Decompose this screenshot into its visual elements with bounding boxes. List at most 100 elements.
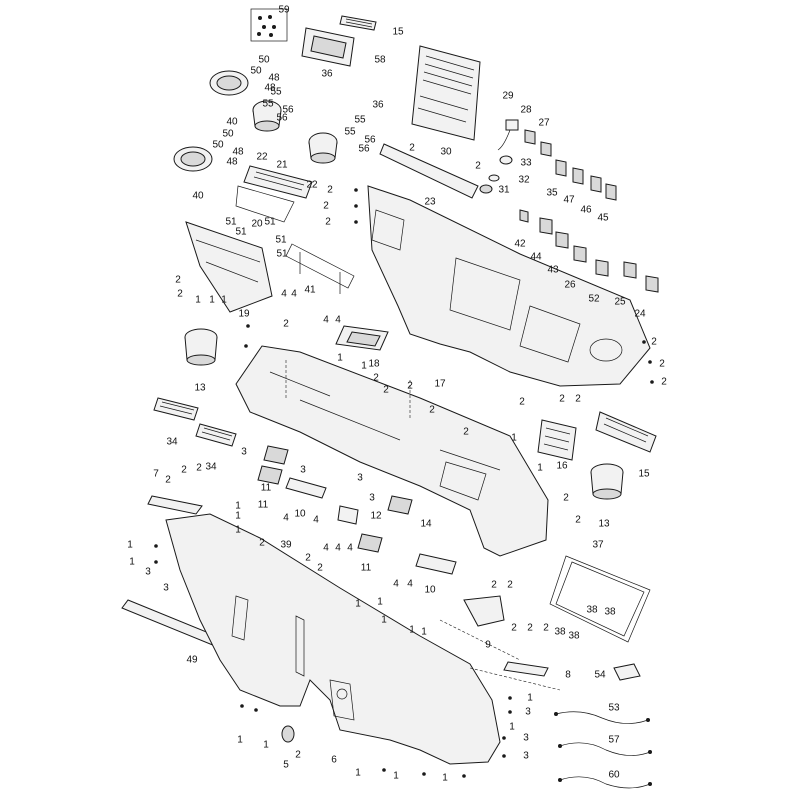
connector-32 xyxy=(488,174,500,182)
callout-36: 36 xyxy=(321,69,333,80)
callout-37: 37 xyxy=(592,540,604,551)
callout-50: 50 xyxy=(222,129,234,140)
callout-1: 1 xyxy=(209,295,215,306)
callout-22: 22 xyxy=(306,180,318,191)
callout-60: 60 xyxy=(608,770,620,781)
callout-27: 27 xyxy=(538,118,550,129)
callout-1: 1 xyxy=(377,597,383,608)
harness-57 xyxy=(558,742,652,756)
callout-51: 51 xyxy=(264,217,276,228)
callout-18: 18 xyxy=(368,359,380,370)
callout-51: 51 xyxy=(275,235,287,246)
callout-26: 26 xyxy=(564,280,576,291)
frame-37 xyxy=(549,555,651,643)
callout-1: 1 xyxy=(381,615,387,626)
callout-25: 25 xyxy=(614,297,626,308)
callout-36: 36 xyxy=(372,100,384,111)
callout-15: 15 xyxy=(638,469,650,480)
callout-1: 1 xyxy=(263,740,269,751)
callout-34: 34 xyxy=(205,462,217,473)
callout-51: 51 xyxy=(235,227,247,238)
callout-1: 1 xyxy=(221,295,227,306)
callout-2: 2 xyxy=(543,623,549,634)
switch-group-right-top xyxy=(555,159,617,201)
callout-3: 3 xyxy=(300,465,306,476)
callout-2: 2 xyxy=(323,201,329,212)
callout-43: 43 xyxy=(547,265,559,276)
callout-48: 48 xyxy=(264,83,276,94)
callout-2: 2 xyxy=(575,515,581,526)
callout-55: 55 xyxy=(262,99,274,110)
callout-3: 3 xyxy=(523,733,529,744)
callout-2: 2 xyxy=(181,465,187,476)
callout-40: 40 xyxy=(226,117,238,128)
callout-33: 33 xyxy=(520,158,532,169)
vent-10-a xyxy=(285,477,327,499)
gauge-cup-22-right xyxy=(308,132,338,164)
callout-2: 2 xyxy=(661,377,667,388)
callout-29: 29 xyxy=(502,91,514,102)
callout-22: 22 xyxy=(256,152,268,163)
callout-11: 11 xyxy=(261,483,272,494)
plate-18 xyxy=(335,325,389,351)
callout-2: 2 xyxy=(491,580,497,591)
callout-16: 16 xyxy=(556,461,568,472)
callout-2: 2 xyxy=(659,359,665,370)
callout-2: 2 xyxy=(177,289,183,300)
callout-38: 38 xyxy=(568,631,580,642)
callout-2: 2 xyxy=(165,475,171,486)
callout-55: 55 xyxy=(270,87,282,98)
vent-21 xyxy=(243,165,313,199)
callout-49: 49 xyxy=(186,655,198,666)
callout-3: 3 xyxy=(241,447,247,458)
callout-2: 2 xyxy=(559,394,565,405)
callout-44: 44 xyxy=(530,252,542,263)
callout-2: 2 xyxy=(409,143,415,154)
callout-57: 57 xyxy=(608,735,620,746)
callout-55: 55 xyxy=(354,115,366,126)
callout-10: 10 xyxy=(294,509,306,520)
fastener-screws xyxy=(154,188,654,778)
callout-54: 54 xyxy=(594,670,606,681)
callout-4: 4 xyxy=(407,579,413,590)
vent-10-b xyxy=(415,553,457,575)
callout-46: 46 xyxy=(580,205,592,216)
callout-1: 1 xyxy=(195,295,201,306)
bracket-20 xyxy=(235,185,295,223)
callout-1: 1 xyxy=(421,627,427,638)
callout-2: 2 xyxy=(283,319,289,330)
callout-58: 58 xyxy=(374,55,386,66)
switch-group-right-middle xyxy=(519,209,659,293)
callout-1: 1 xyxy=(355,599,361,610)
harness-53 xyxy=(554,711,650,724)
vent-16 xyxy=(537,419,577,461)
vent-15 xyxy=(595,411,657,453)
callout-2: 2 xyxy=(519,397,525,408)
callout-38: 38 xyxy=(586,605,598,616)
callout-1: 1 xyxy=(509,722,515,733)
knob-5 xyxy=(281,725,295,743)
callout-51: 51 xyxy=(225,217,237,228)
callout-2: 2 xyxy=(305,553,311,564)
callout-2: 2 xyxy=(527,623,533,634)
callout-39: 39 xyxy=(280,540,292,551)
callout-15: 15 xyxy=(392,27,404,38)
harness-60 xyxy=(558,776,652,789)
callout-24: 24 xyxy=(634,309,646,320)
filter-11-c xyxy=(387,495,413,515)
callout-2: 2 xyxy=(327,185,333,196)
vent-34-right xyxy=(195,423,237,447)
duct-19 xyxy=(185,221,273,313)
grille-panel-30 xyxy=(411,45,481,141)
callout-4: 4 xyxy=(323,543,329,554)
callout-48: 48 xyxy=(268,73,280,84)
callout-12: 12 xyxy=(370,511,382,522)
cup-holder-13-left xyxy=(184,328,218,366)
callout-2: 2 xyxy=(507,580,513,591)
display-bezel-58 xyxy=(301,27,355,67)
callout-48: 48 xyxy=(232,147,244,158)
callout-4: 4 xyxy=(323,315,329,326)
switch-connector-29 xyxy=(497,119,519,151)
upper-dash-17 xyxy=(367,185,651,387)
